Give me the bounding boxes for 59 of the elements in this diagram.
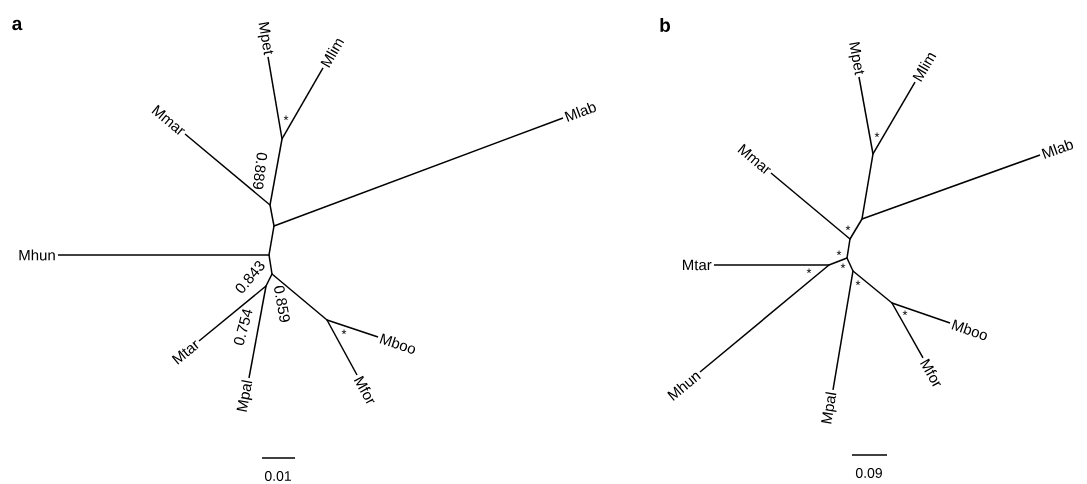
tree-branch <box>852 270 893 304</box>
support-mark: * <box>845 225 851 231</box>
tree-branch <box>57 254 270 256</box>
taxon-label: Mpet <box>848 42 865 76</box>
scale-value: 0.09 <box>855 468 882 478</box>
support-value: 0.859 <box>274 285 290 322</box>
support-mark: * <box>874 132 880 138</box>
support-mark: * <box>840 263 846 269</box>
tree-branch <box>265 273 273 287</box>
tree-branch <box>267 56 283 140</box>
support-mark: * <box>836 250 842 256</box>
taxon-label: Mlab <box>1041 140 1074 159</box>
tree-branch <box>268 225 275 256</box>
panel-letter: b <box>660 18 670 32</box>
taxon-label: Mhun <box>19 249 55 261</box>
taxon-label: Mpal <box>821 392 837 424</box>
tree-branch <box>846 238 851 259</box>
support-mark: * <box>855 280 861 286</box>
tree-branch <box>713 264 830 266</box>
panel-letter: a <box>12 19 23 31</box>
tree-branch <box>268 254 273 275</box>
support-mark: * <box>806 268 812 274</box>
tree-branch <box>846 257 854 272</box>
taxon-label: Mfor <box>920 358 941 387</box>
tree-branch <box>891 302 951 324</box>
taxon-label: Mpet <box>257 22 274 56</box>
taxon-label: Mpal <box>236 379 253 412</box>
support-mark: * <box>902 310 908 316</box>
tree-branch <box>198 285 267 342</box>
taxon-label: Mtar <box>683 259 712 271</box>
scale-value: 0.01 <box>264 471 291 481</box>
tree-branch <box>281 67 324 140</box>
tree-branch <box>770 172 851 240</box>
tree-branch <box>271 273 328 321</box>
tree-branch <box>828 257 848 266</box>
tree-branch <box>849 218 863 240</box>
tree-branch <box>832 270 854 391</box>
taxon-label: Mlab <box>564 102 596 122</box>
tree-branch <box>248 285 267 379</box>
support-mark: * <box>341 329 347 335</box>
taxon-label: Mboo <box>379 333 416 354</box>
tree-branch <box>891 302 924 359</box>
tree-branch <box>861 154 1041 220</box>
support-value: 0.754 <box>233 309 253 345</box>
tree-branch <box>872 81 916 155</box>
tree-branch <box>273 117 564 227</box>
support-value: 0.889 <box>252 152 268 189</box>
tree-branch <box>184 133 271 206</box>
tree-branch <box>699 264 830 373</box>
taxon-label: Mboo <box>951 319 987 341</box>
tree-branch <box>861 153 874 220</box>
support-mark: * <box>283 115 289 121</box>
tree-branch <box>858 76 874 155</box>
tree-branch <box>326 319 379 338</box>
tree-branch <box>269 204 275 227</box>
taxon-label: Mtar <box>171 340 199 365</box>
tree-branch <box>269 138 283 206</box>
taxon-label: Mfor <box>353 375 375 404</box>
tree-branch <box>326 319 358 376</box>
